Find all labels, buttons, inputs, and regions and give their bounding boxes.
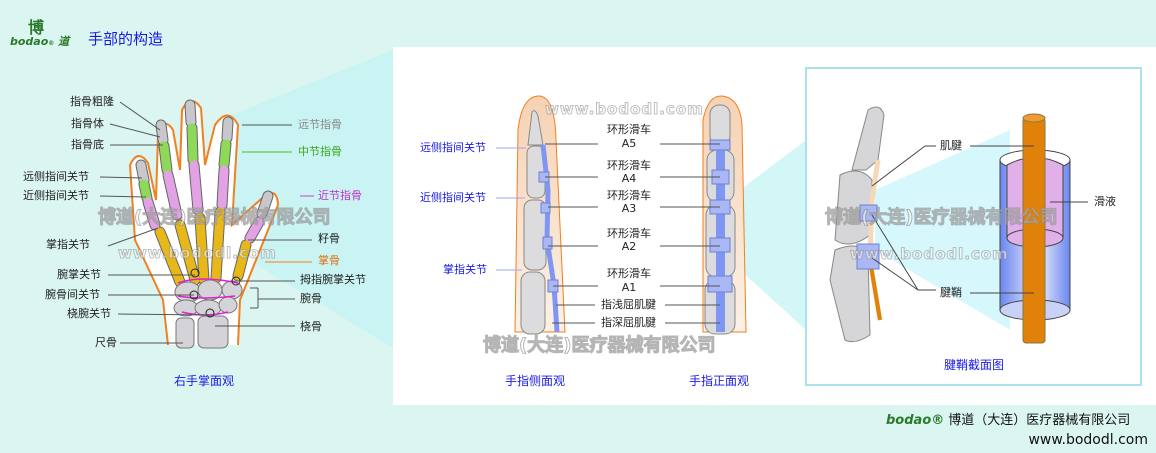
label-mcp-joint: 掌指关节 xyxy=(46,238,90,251)
label-tendon-sheath: 腱鞘 xyxy=(940,286,962,299)
label-side-dip: 远侧指间关节 xyxy=(420,141,486,154)
watermark-company: 博道(大连)医疗器械有限公司 xyxy=(482,335,716,356)
label-proximal-phalanx: 近节指骨 xyxy=(318,189,362,202)
label-pip-joint: 近侧指间关节 xyxy=(23,189,89,202)
label-fds-tendon: 指浅屈肌腱 xyxy=(601,298,656,311)
label-distal-phalanx: 远节指骨 xyxy=(298,118,342,131)
beam-sheath xyxy=(875,130,1010,330)
watermark-url: www.bododl.com xyxy=(118,244,277,262)
label-sesamoid: 籽骨 xyxy=(318,232,340,245)
label-thumb-cmc-joint: 拇指腕掌关节 xyxy=(300,273,366,286)
label-fdp-tendon: 指深屈肌腱 xyxy=(601,316,656,329)
label-phalanx-base: 指骨底 xyxy=(71,138,104,151)
label-side-pip: 近侧指间关节 xyxy=(420,191,486,204)
label-middle-phalanx: 中节指骨 xyxy=(298,145,342,158)
beam-finger xyxy=(740,140,806,330)
label-synovial-fluid: 滑液 xyxy=(1094,195,1116,208)
watermark-company: 博道(大连)医疗器械有限公司 xyxy=(824,207,1058,228)
label-side-mcp: 掌指关节 xyxy=(443,263,487,276)
finger-front-caption: 手指正面观 xyxy=(688,374,750,388)
label-radiocarpal-joint: 桡腕关节 xyxy=(67,307,111,320)
sheath-caption: 腱鞘截面图 xyxy=(943,358,1005,372)
footer-company: bodao®博道（大连）医疗器械有限公司 xyxy=(886,413,1131,428)
bodao-logo: 博 bodao® 道 xyxy=(10,18,70,48)
watermark-url: www.bododl.com xyxy=(545,100,704,118)
label-tendon: 肌腱 xyxy=(940,139,962,152)
label-intercarpal-joint: 腕骨间关节 xyxy=(45,288,100,301)
watermark-url: www.bododl.com xyxy=(850,245,1009,263)
label-ulna: 尺骨 xyxy=(95,336,117,349)
label-cmc-joint: 腕掌关节 xyxy=(57,268,101,281)
label-carpals: 腕骨 xyxy=(300,292,322,305)
hand-drawing xyxy=(99,99,314,349)
finger-leaders xyxy=(496,143,720,324)
footer-url: www.bododl.com xyxy=(1028,432,1148,448)
palm-caption: 右手掌面观 xyxy=(173,374,235,388)
label-metacarpal: 掌骨 xyxy=(318,254,340,267)
label-phalanx-tuberosity: 指骨粗隆 xyxy=(70,95,114,108)
finger-front-drawing xyxy=(702,95,747,335)
label-phalanx-body: 指骨体 xyxy=(71,117,104,130)
page-title: 手部的构造 xyxy=(88,30,164,48)
sheath-drawing xyxy=(829,106,1088,344)
finger-side-caption: 手指侧面观 xyxy=(504,374,566,388)
label-dip-joint: 远侧指间关节 xyxy=(23,170,89,183)
label-radius: 桡骨 xyxy=(300,320,322,333)
finger-side-drawing xyxy=(514,95,566,335)
watermark-company: 博道(大连)医疗器械有限公司 xyxy=(97,207,331,228)
